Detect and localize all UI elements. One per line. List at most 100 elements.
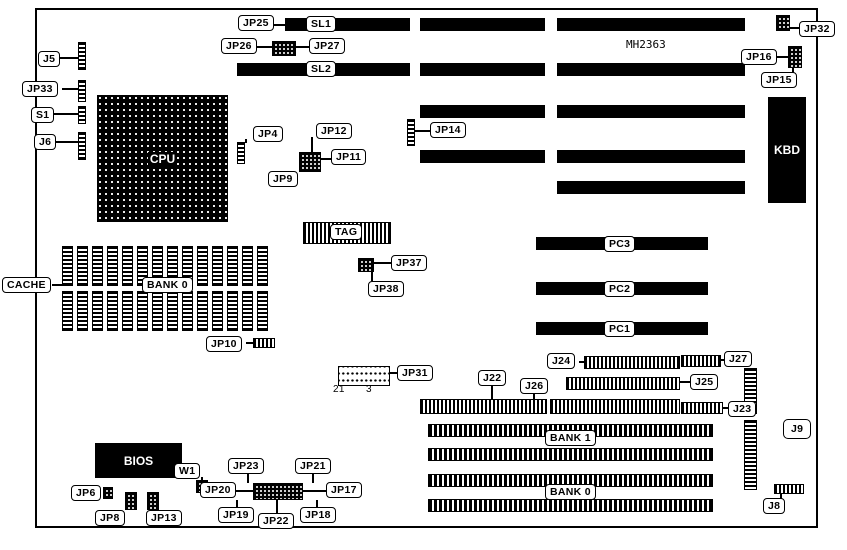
label-j27: J27 [724,351,753,367]
label-pointer-line [245,139,247,143]
cache-chip [152,291,163,331]
label-pointer-line [371,272,373,281]
bottom-jumper-block [253,483,303,500]
j8-connector [774,484,804,494]
slot-row4-mid [420,150,545,163]
slot-row2-right [557,63,745,76]
cache-chip [77,291,88,331]
cache-chip [242,246,253,286]
label-pointer-line [246,342,253,344]
label-jp33: JP33 [22,81,58,97]
cache-chip [107,291,118,331]
label-pointer-line [296,46,309,48]
slot-row2-mid [420,63,545,76]
jp14-connector [407,119,415,146]
simm-socket-4 [428,499,713,512]
label-pointer-line [321,158,331,160]
jp9-jp11-jp12-jumpers [299,152,321,172]
jp31-pin-header [338,366,390,386]
label-pointer-line [390,372,398,374]
slot-sl1 [285,18,410,31]
label-j25: J25 [690,374,719,390]
label-pointer-line [62,88,78,90]
label-bank0-simm: BANK 0 [545,484,596,500]
label-jp10: JP10 [206,336,242,352]
j26-connector [550,399,680,414]
label-jp38: JP38 [368,281,404,297]
cache-chip [242,291,253,331]
label-cache: CACHE [2,277,51,293]
slot-row4-right [557,150,745,163]
simm-socket-2 [428,448,713,461]
slot-row1-mid [420,18,545,31]
label-sl2: SL2 [306,61,337,77]
jp33-connector [78,80,86,102]
jp13-jumper [147,492,159,510]
label-jp4: JP4 [253,126,283,142]
label-pointer-line [533,392,535,399]
label-j23: J23 [728,401,757,417]
cache-chip [122,246,133,286]
cache-chip [212,246,223,286]
cache-chip [62,291,73,331]
label-jp26: JP26 [221,38,257,54]
cache-chip [257,246,268,286]
label-jp37: JP37 [391,255,427,271]
bios-label: BIOS [121,453,156,468]
jp8-jumper [125,492,137,510]
cache-chip [257,291,268,331]
j27-connector [681,355,721,367]
cache-chip [77,246,88,286]
j25-connector [566,377,680,390]
label-pointer-line [276,500,278,513]
label-pointer-line [303,490,326,492]
label-pointer-line [780,494,782,499]
label-jp27: JP27 [309,38,345,54]
label-bank0-cache: BANK 0 [142,277,193,293]
right-connector-lower [744,420,757,490]
jp6-connector [103,487,113,499]
label-jp20: JP20 [200,482,236,498]
label-pointer-line [56,141,78,143]
cache-chip [197,291,208,331]
label-jp23: JP23 [228,458,264,474]
label-j26: J26 [520,378,549,394]
label-pointer-line [236,500,238,507]
bios-chip: BIOS [95,443,182,478]
cache-chip [227,291,238,331]
j22-connector [420,399,547,414]
cache-chip [197,246,208,286]
label-tag: TAG [330,224,363,240]
label-j8: J8 [763,498,786,514]
cache-chip [62,246,73,286]
jp26-jp27-jumpers [272,41,296,56]
label-pointer-line [201,477,203,481]
label-j6: J6 [34,134,57,150]
label-pointer-line [257,46,272,48]
cache-chip [122,291,133,331]
cpu-label: CPU [147,151,178,166]
label-pointer-line [775,56,788,58]
label-j24: J24 [547,353,576,369]
jp10-connector [253,338,275,348]
cpu-socket: CPU [97,95,228,222]
j6-connector [78,132,86,160]
label-s1: S1 [31,107,55,123]
j5-connector [78,42,86,70]
label-jp11: JP11 [331,149,367,165]
j24-connector [584,356,680,369]
label-jp21: JP21 [295,458,331,474]
keyboard-connector: KBD [768,97,806,203]
s1-switch [78,106,86,124]
label-j22: J22 [478,370,507,386]
label-pointer-line [374,262,391,264]
jp4-connector [237,142,245,164]
label-jp6: JP6 [71,485,101,501]
label-pointer-line [236,490,253,492]
label-pointer-line [311,137,313,152]
label-jp17: JP17 [326,482,362,498]
label-jp19: JP19 [218,507,254,523]
cache-chip [182,291,193,331]
label-pointer-line [680,381,690,383]
